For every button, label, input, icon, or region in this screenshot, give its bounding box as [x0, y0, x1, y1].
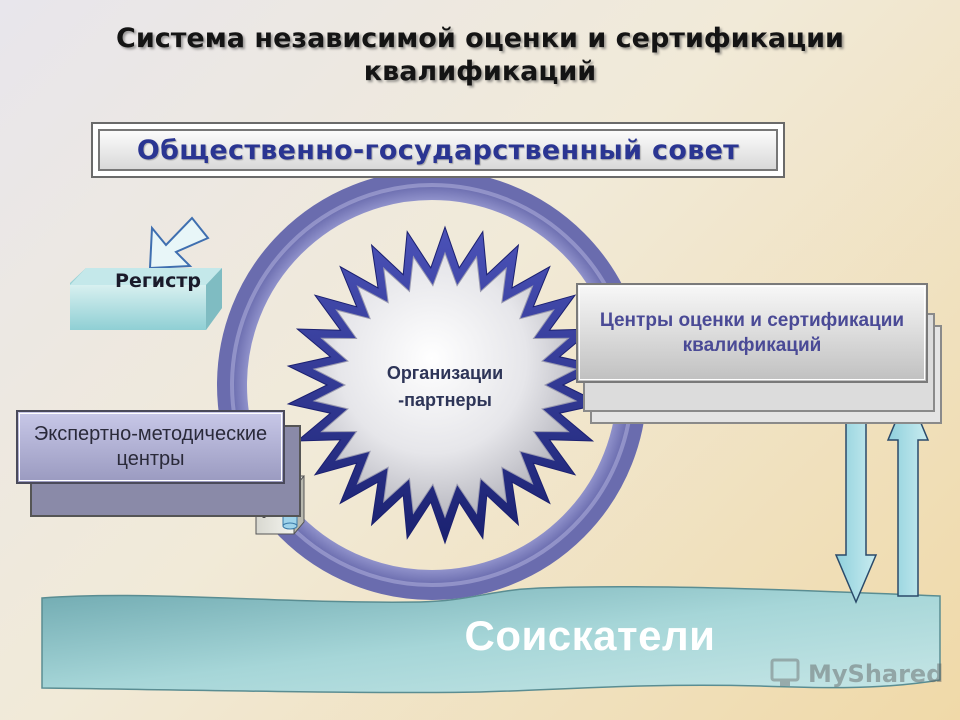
- council-banner: Общественно-государственный совет: [91, 122, 785, 178]
- applicants-band: [41, 585, 941, 694]
- watermark-logo-icon: [770, 658, 800, 686]
- applicants-label: Соискатели: [464, 612, 716, 659]
- partners-label: Организации -партнеры: [386, 363, 504, 410]
- pointer-arrow: [148, 216, 210, 270]
- partners-star: [286, 225, 604, 545]
- watermark-text: MyShared: [808, 660, 944, 688]
- assessment-centers-label: Центры оценки и сертификации квалификаци…: [599, 310, 905, 356]
- council-label: Общественно-государственный совет: [136, 134, 740, 166]
- council-inner: Общественно-государственный совет: [98, 129, 778, 171]
- assessment-centers-card: Центры оценки и сертификации квалификаци…: [576, 283, 928, 383]
- expert-centers-card: Экспертно-методические центры: [16, 410, 285, 484]
- page-title: Система независимой оценки и сертификаци…: [116, 23, 844, 87]
- register-label: Регистр: [115, 270, 201, 292]
- expert-centers-label: Экспертно-методические центры: [33, 423, 268, 470]
- register-box: [70, 268, 222, 330]
